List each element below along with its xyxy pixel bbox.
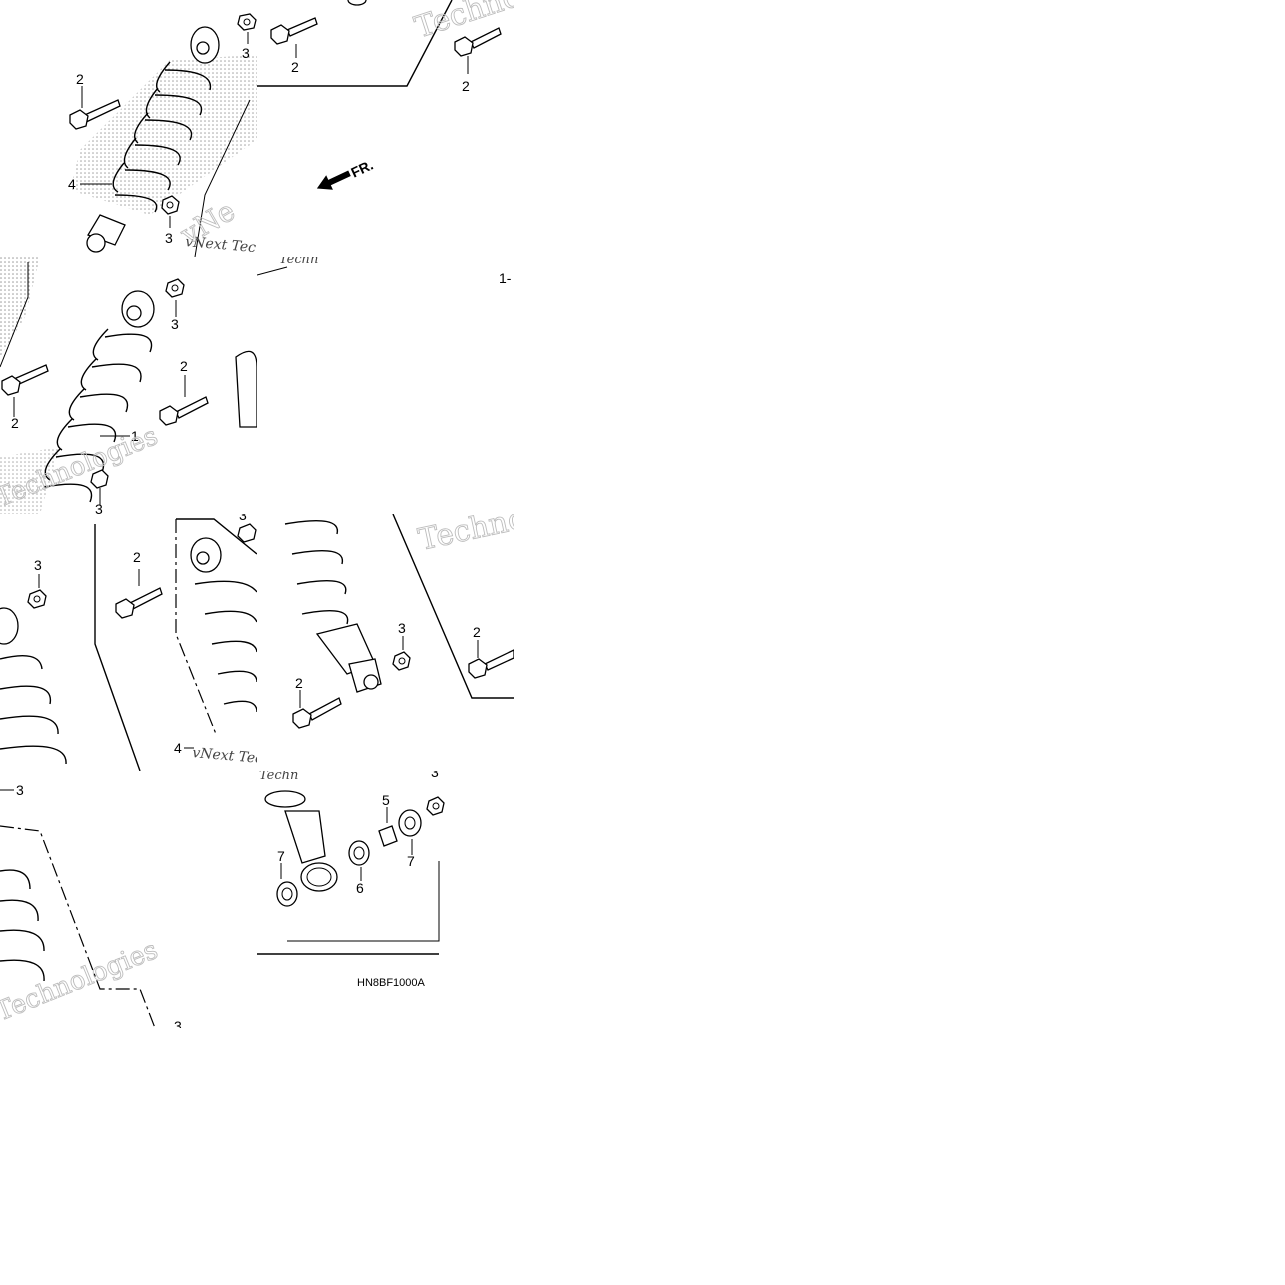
seal-right xyxy=(398,809,422,837)
callout-4: 4 xyxy=(68,176,76,192)
nut xyxy=(27,589,47,609)
watermark: vNext Tec xyxy=(185,234,257,256)
callout-4: 4 xyxy=(174,740,182,756)
callout-2: 2 xyxy=(180,358,188,374)
watermark: Techn xyxy=(259,771,298,783)
callout-7: 7 xyxy=(407,853,415,869)
callout-3: 3 xyxy=(431,771,439,780)
callout-3: 3 xyxy=(174,1018,182,1028)
nut-bottom xyxy=(161,195,180,215)
front-direction-arrow: FR. xyxy=(316,157,376,190)
callout-3: 3 xyxy=(242,45,250,61)
callout-1: 1 xyxy=(131,428,139,444)
callout-2: 2 xyxy=(462,78,470,94)
callout-2: 2 xyxy=(291,59,299,75)
callout-3: 3 xyxy=(398,620,406,636)
shock-absorber xyxy=(43,290,155,503)
direction-label: FR. xyxy=(348,157,375,181)
tile-shock-side-left: 3 3 2 xyxy=(0,514,257,771)
shock-absorber-left xyxy=(0,607,67,765)
callout-2: 2 xyxy=(76,71,84,87)
callout-3: 3 xyxy=(16,782,24,798)
nut-top xyxy=(237,13,257,31)
shock-absorber xyxy=(284,519,382,693)
callout-2: 2 xyxy=(133,549,141,565)
callout-3: 3 xyxy=(239,514,247,523)
callout-2: 2 xyxy=(473,624,481,640)
callout-3: 3 xyxy=(95,501,103,514)
watermark: Techn xyxy=(279,257,318,267)
nut xyxy=(165,278,185,298)
bolt xyxy=(69,99,121,130)
nut xyxy=(426,796,445,816)
shock-absorber-lower xyxy=(264,790,338,892)
callout-7: 7 xyxy=(277,848,285,864)
bolt-left xyxy=(270,17,318,45)
bolt-right xyxy=(454,27,502,57)
callout-3: 3 xyxy=(34,557,42,573)
nut-top xyxy=(237,523,257,543)
tile-frame-front: 2 2 FR. Techno xyxy=(257,0,514,257)
callout-2: 2 xyxy=(11,415,19,431)
drawing-code: HN8BF1000A xyxy=(357,977,425,989)
shock-absorber xyxy=(86,26,220,253)
nut xyxy=(392,651,411,671)
shock-absorber xyxy=(0,869,45,982)
callout-2: 2 xyxy=(295,675,303,691)
tile-blank-edge: Techn 1- xyxy=(257,257,514,514)
callout-6: 6 xyxy=(356,880,364,896)
bolt xyxy=(115,587,163,619)
bolt-lower xyxy=(292,697,342,729)
tile-shock-front-1: 3 2 2 1 3 Technologies xyxy=(0,257,257,514)
callout-3: 3 xyxy=(171,316,179,332)
bolt-right xyxy=(159,396,209,426)
tile-shock-side-left-lower: 3 3 Technologies xyxy=(0,771,257,1028)
shock-absorber-right xyxy=(190,537,257,713)
seal-left xyxy=(276,881,298,907)
callout-3: 3 xyxy=(165,230,173,246)
nut-lower xyxy=(90,469,109,489)
watermark: vNext Tec xyxy=(192,745,257,767)
bolt-right xyxy=(468,649,514,679)
tile-shock-upper-a: 2 3 4 3 vNext Tec vNe xyxy=(0,0,257,257)
callout-1: 1- xyxy=(499,270,512,286)
tile-callout-strip: 4 vNext Tec xyxy=(170,735,257,771)
tile-bushing-exploded: 5 3 7 7 6 Techn xyxy=(257,771,514,1028)
collar xyxy=(378,825,398,847)
callout-5: 5 xyxy=(382,792,390,808)
tile-shock-lower-b: 3 2 2 Techno xyxy=(257,514,514,771)
bolt xyxy=(1,364,49,396)
watermark: Technologies xyxy=(0,935,162,1027)
watermark: Techno xyxy=(415,514,514,558)
bearing xyxy=(348,840,370,866)
